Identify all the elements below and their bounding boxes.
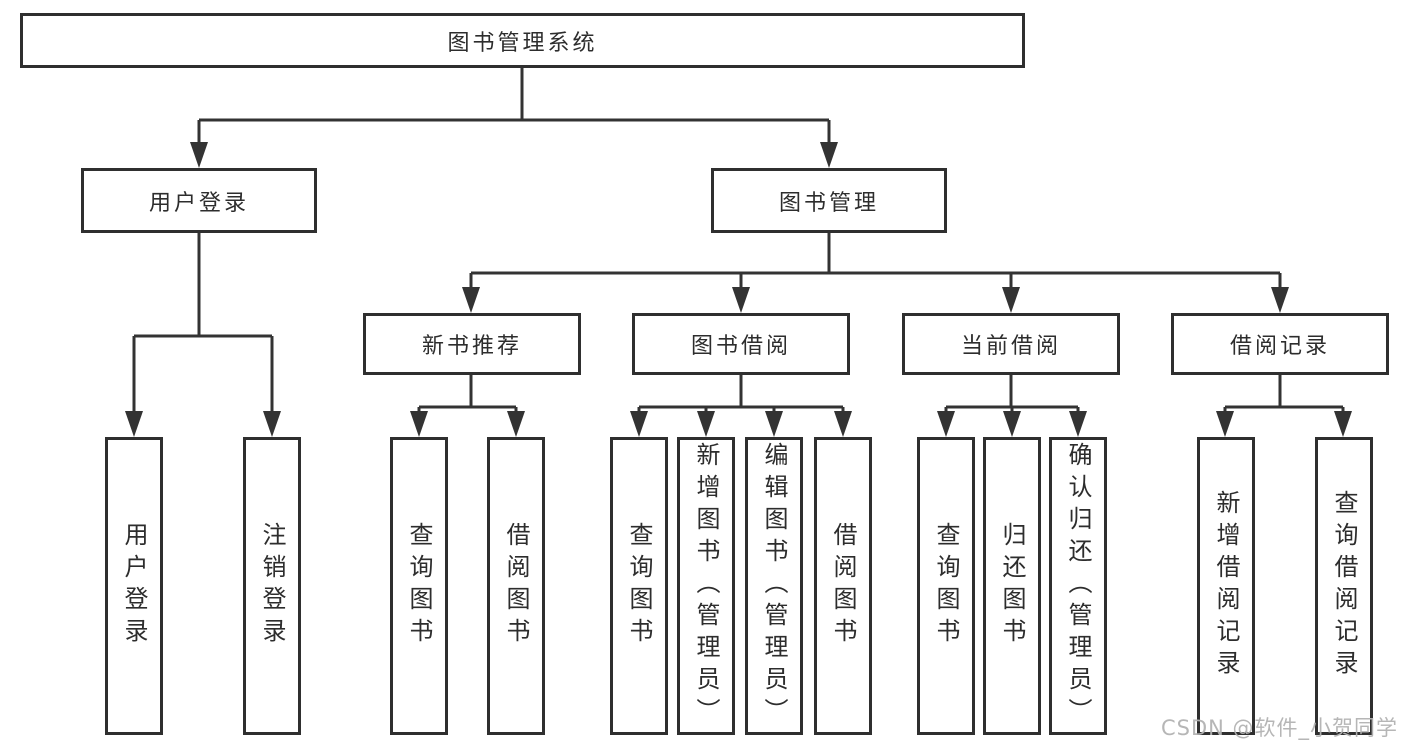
edge-currentborrow-split: [944, 375, 1080, 413]
node-current-borrow: 当前借阅: [902, 313, 1120, 375]
node-new-book-recommend: 新书推荐: [363, 313, 581, 375]
leaf-borrow-book-label: 借阅图书: [829, 522, 857, 650]
node-root-label: 图书管理系统: [447, 30, 598, 56]
leaf-borrow-query-label: 查询图书: [625, 522, 653, 650]
leaf-current-confirm-admin-label: 确认归还（管理员）: [1064, 442, 1092, 730]
leaf-borrow-add-admin: 新增图书（管理员）: [677, 437, 735, 735]
leaf-newbook-borrow: 借阅图书: [487, 437, 545, 735]
leaf-borrow-book: 借阅图书: [814, 437, 872, 735]
node-user-login: 用户登录: [81, 168, 317, 233]
leaf-record-query-label: 查询借阅记录: [1330, 490, 1358, 682]
node-new-book-recommend-label: 新书推荐: [421, 334, 522, 359]
node-borrow-record: 借阅记录: [1171, 313, 1389, 375]
arrowhead-icon: [1069, 411, 1087, 437]
leaf-user-login-label: 用户登录: [120, 522, 148, 650]
node-book-borrow: 图书借阅: [632, 313, 850, 375]
leaf-record-query: 查询借阅记录: [1315, 437, 1373, 735]
node-user-login-label: 用户登录: [148, 190, 249, 216]
node-borrow-record-label: 借阅记录: [1229, 334, 1330, 359]
edge-bookborrow-split: [637, 375, 845, 413]
leaf-current-confirm-admin: 确认归还（管理员）: [1049, 437, 1107, 735]
node-book-management: 图书管理: [711, 168, 947, 233]
node-book-borrow-label: 图书借阅: [690, 334, 791, 359]
leaf-newbook-query-label: 查询图书: [405, 522, 433, 650]
arrowhead-icon: [462, 287, 480, 313]
leaf-borrow-edit-admin: 编辑图书（管理员）: [745, 437, 803, 735]
node-root: 图书管理系统: [20, 13, 1025, 68]
arrowhead-icon: [263, 411, 281, 437]
arrowhead-icon: [937, 411, 955, 437]
arrowhead-icon: [410, 411, 428, 437]
leaf-newbook-borrow-label: 借阅图书: [502, 522, 530, 650]
arrowhead-icon: [507, 411, 525, 437]
leaf-logout-label: 注销登录: [258, 522, 286, 650]
arrowheads: [125, 142, 1352, 437]
arrowhead-icon: [630, 411, 648, 437]
arrowhead-icon: [190, 142, 208, 168]
arrowhead-icon: [1002, 287, 1020, 313]
arrowhead-icon: [125, 411, 143, 437]
leaf-record-add: 新增借阅记录: [1197, 437, 1255, 735]
arrowhead-icon: [834, 411, 852, 437]
node-book-management-label: 图书管理: [778, 190, 879, 216]
leaf-current-return-label: 归还图书: [998, 522, 1026, 650]
arrowhead-icon: [1003, 411, 1021, 437]
edge-newbook-split: [417, 375, 518, 413]
leaf-newbook-query: 查询图书: [390, 437, 448, 735]
leaf-borrow-query: 查询图书: [610, 437, 668, 735]
edge-userlogin-split: [132, 233, 274, 413]
connector-edges: [132, 68, 1345, 413]
arrowhead-icon: [1271, 287, 1289, 313]
edge-borrowrecord-split: [1223, 375, 1345, 413]
arrowhead-icon: [765, 411, 783, 437]
edge-root-split: [197, 68, 831, 144]
leaf-user-login: 用户登录: [105, 437, 163, 735]
leaf-logout: 注销登录: [243, 437, 301, 735]
arrowhead-icon: [820, 142, 838, 168]
arrowhead-icon: [697, 411, 715, 437]
arrowhead-icon: [732, 287, 750, 313]
leaf-borrow-add-admin-label: 新增图书（管理员）: [692, 442, 720, 730]
leaf-current-query-label: 查询图书: [932, 522, 960, 650]
leaf-record-add-label: 新增借阅记录: [1212, 490, 1240, 682]
edge-bookmgmt-split: [469, 233, 1282, 289]
node-current-borrow-label: 当前借阅: [960, 334, 1061, 359]
leaf-current-query: 查询图书: [917, 437, 975, 735]
arrowhead-icon: [1334, 411, 1352, 437]
leaf-borrow-edit-admin-label: 编辑图书（管理员）: [760, 442, 788, 730]
watermark: CSDN @软件_小贺同学: [1161, 716, 1399, 740]
leaf-current-return: 归还图书: [983, 437, 1041, 735]
arrowhead-icon: [1216, 411, 1234, 437]
